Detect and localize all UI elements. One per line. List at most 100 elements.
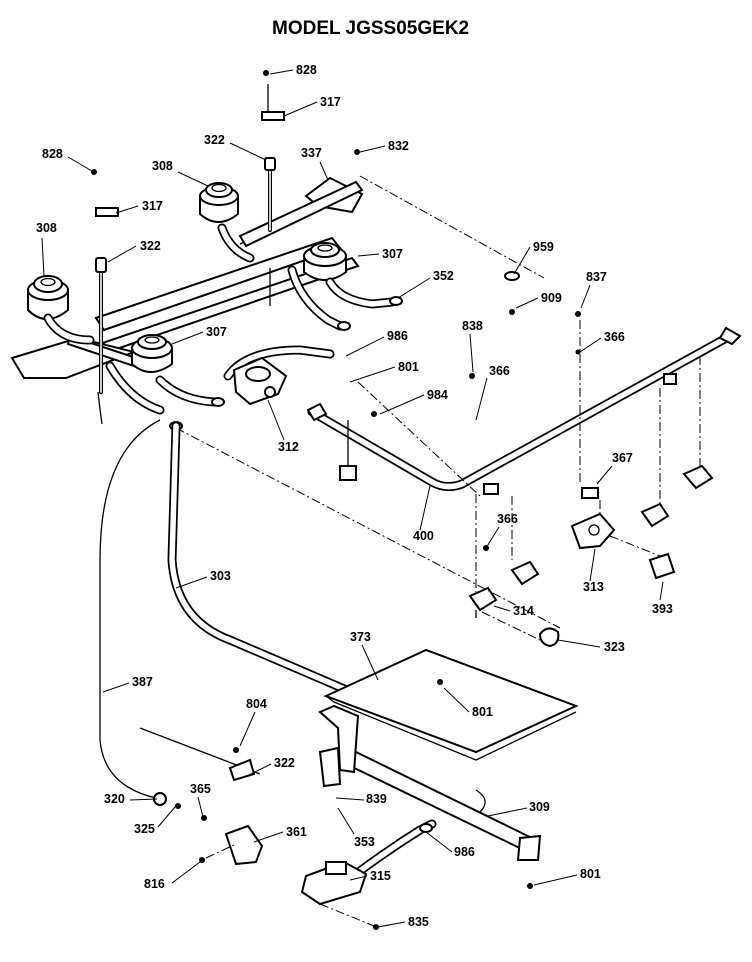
part-label-320: 320 <box>104 792 125 806</box>
regulator-312 <box>232 356 328 422</box>
leader-line <box>115 205 139 214</box>
part-label-314: 314 <box>513 604 534 618</box>
part-label-365: 365 <box>190 782 211 796</box>
leader-line <box>475 377 488 421</box>
leader-line <box>345 336 385 357</box>
callout-leaders <box>41 69 664 928</box>
part-label-312: 312 <box>278 440 299 454</box>
leader-line <box>177 171 209 187</box>
model-title: MODEL JGSS05GEK2 <box>272 18 469 39</box>
leader-line <box>533 874 578 886</box>
manifold-assembly <box>175 175 742 648</box>
part-label-804: 804 <box>246 697 267 711</box>
leader-line <box>579 337 602 353</box>
leader-line <box>580 284 591 309</box>
part-label-322: 322 <box>204 133 225 147</box>
part-label-323: 323 <box>604 640 625 654</box>
part-label-352: 352 <box>433 269 454 283</box>
part-label-308: 308 <box>152 159 173 173</box>
leader-line <box>596 465 613 485</box>
leader-line <box>246 763 272 777</box>
leader-line <box>267 399 285 441</box>
leader-line <box>359 145 386 153</box>
part-label-367: 367 <box>612 451 633 465</box>
leader-line <box>349 366 396 383</box>
part-label-317: 317 <box>142 199 163 213</box>
part-label-353: 353 <box>354 835 375 849</box>
part-label-986: 986 <box>454 845 475 859</box>
part-label-984: 984 <box>427 388 448 402</box>
leader-line <box>419 485 431 531</box>
part-label-307: 307 <box>382 247 403 261</box>
valve-313 <box>570 512 616 550</box>
leader-line <box>41 237 45 277</box>
burner-assembly <box>10 70 403 431</box>
part-label-837: 837 <box>586 270 607 284</box>
part-label-400: 400 <box>413 529 434 543</box>
leader-line <box>377 921 406 928</box>
leader-line <box>557 639 601 648</box>
leader-line <box>319 161 329 181</box>
leader-line <box>485 526 500 549</box>
leader-line <box>157 806 176 828</box>
part-label-313: 313 <box>583 580 604 594</box>
valve-314 <box>468 586 498 618</box>
part-label-835: 835 <box>408 915 429 929</box>
part-label-828: 828 <box>296 63 317 77</box>
part-label-366: 366 <box>497 512 518 526</box>
part-label-337: 337 <box>301 146 322 160</box>
leader-line <box>337 807 355 835</box>
part-label-986: 986 <box>387 329 408 343</box>
leader-line <box>283 101 318 117</box>
part-label-838: 838 <box>462 319 483 333</box>
leader-line <box>269 69 294 75</box>
part-label-322: 322 <box>274 756 295 770</box>
part-label-366: 366 <box>489 364 510 378</box>
part-label-393: 393 <box>652 602 673 616</box>
valve-right-2 <box>682 464 714 490</box>
leader-line <box>175 576 208 589</box>
leader-line <box>425 831 453 853</box>
leader-line <box>493 605 511 612</box>
leader-line <box>589 548 596 582</box>
part-label-366: 366 <box>604 330 625 344</box>
leader-line <box>443 687 470 713</box>
burner-308-rear <box>199 182 255 263</box>
part-label-801: 801 <box>472 705 493 719</box>
leader-line <box>335 797 365 801</box>
part-label-361: 361 <box>286 825 307 839</box>
part-label-387: 387 <box>132 675 153 689</box>
leader-line <box>379 394 425 415</box>
oven-burner-assembly <box>99 419 579 930</box>
burner-307-front <box>105 334 219 415</box>
part-label-832: 832 <box>388 139 409 153</box>
leader-line <box>102 682 130 693</box>
leader-line <box>229 142 267 161</box>
valve-left-1 <box>510 560 540 586</box>
part-323 <box>538 627 560 648</box>
part-label-816: 816 <box>144 877 165 891</box>
burner-307-rear <box>287 242 397 331</box>
burner-308-front <box>27 275 95 345</box>
part-label-373: 373 <box>350 630 371 644</box>
part-label-307: 307 <box>206 325 227 339</box>
part-label-801: 801 <box>398 360 419 374</box>
part-label-315: 315 <box>370 869 391 883</box>
part-label-303: 303 <box>210 569 231 583</box>
safety-valve-315 <box>300 860 368 906</box>
leader-line <box>107 245 137 263</box>
part-label-308: 308 <box>36 221 57 235</box>
leader-line <box>129 798 158 801</box>
part-label-828: 828 <box>42 147 63 161</box>
leader-line <box>469 333 474 373</box>
part-label-309: 309 <box>529 800 550 814</box>
leader-line <box>513 246 531 275</box>
part-label-959: 959 <box>533 240 554 254</box>
leader-line <box>239 711 256 747</box>
part-label-909: 909 <box>541 291 562 305</box>
leader-line <box>171 861 201 884</box>
leader-line <box>349 875 368 881</box>
leader-line <box>357 253 380 257</box>
